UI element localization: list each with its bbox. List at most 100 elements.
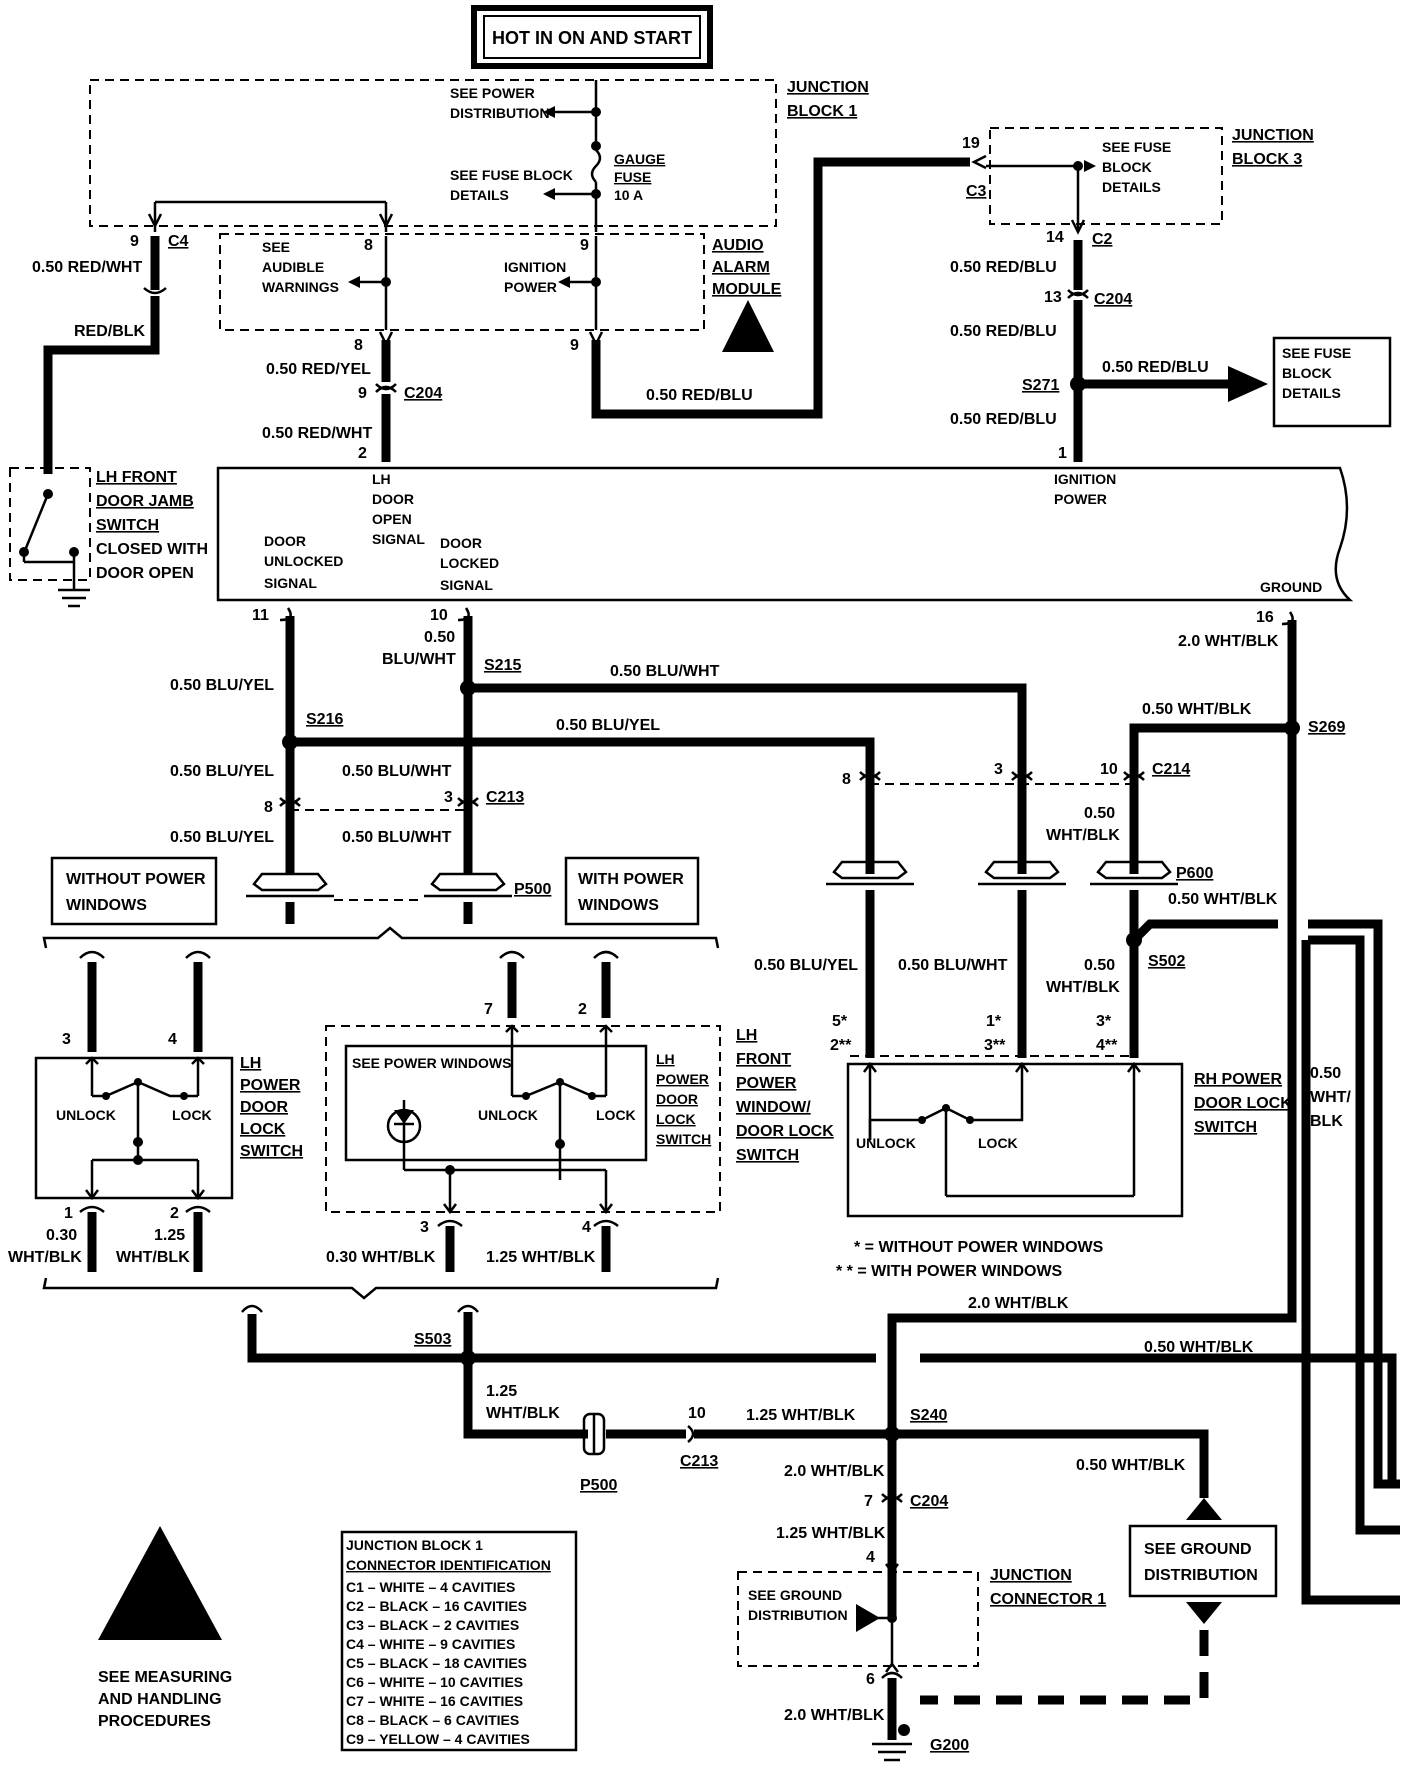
svg-text:SEE: SEE [262, 239, 290, 255]
gauge-fuse [590, 149, 602, 183]
svg-text:P500: P500 [514, 881, 551, 898]
see-fuse-block-box [1272, 336, 1392, 428]
rh-power-door-lock-switch [846, 1062, 1184, 1218]
svg-text:0.50 BLU/YEL: 0.50 BLU/YEL [754, 957, 858, 974]
svg-text:2.0 WHT/BLK: 2.0 WHT/BLK [1178, 633, 1279, 650]
svg-text:LOCK: LOCK [172, 1107, 212, 1123]
svg-text:LH: LH [656, 1051, 675, 1067]
wht-blk-ground-wire [887, 620, 1297, 1620]
svg-text:PROCEDURES: PROCEDURES [98, 1713, 211, 1730]
svg-text:9: 9 [358, 385, 367, 402]
svg-text:0.50 RED/WHT: 0.50 RED/WHT [262, 425, 372, 442]
svg-text:0.50 BLU/WHT: 0.50 BLU/WHT [898, 957, 1008, 974]
svg-text:LH: LH [372, 471, 391, 487]
svg-text:0.50 BLU/YEL: 0.50 BLU/YEL [170, 677, 274, 694]
svg-text:BLOCK: BLOCK [1282, 365, 1332, 381]
lh-front-power-window-door-lock-switch [325, 1025, 721, 1213]
svg-text:BLOCK: BLOCK [1102, 159, 1152, 175]
svg-text:LOCK: LOCK [596, 1107, 636, 1123]
svg-text:WITHOUT POWER: WITHOUT POWER [66, 871, 206, 888]
svg-text:IGNITION: IGNITION [504, 259, 566, 275]
junction-block-1 [89, 79, 777, 227]
svg-text:WHT/BLK: WHT/BLK [486, 1405, 560, 1422]
svg-text:0.50 BLU/YEL: 0.50 BLU/YEL [170, 829, 274, 846]
svg-text:OPEN: OPEN [372, 511, 412, 527]
svg-text:SEE MEASURING: SEE MEASURING [98, 1669, 232, 1686]
svg-text:2.0 WHT/BLK: 2.0 WHT/BLK [784, 1463, 885, 1480]
svg-text:S502: S502 [1148, 953, 1185, 970]
svg-text:1.25: 1.25 [154, 1227, 185, 1244]
svg-text:FUSE: FUSE [614, 169, 651, 185]
svg-text:5*: 5* [832, 1013, 848, 1030]
svg-text:4: 4 [168, 1031, 177, 1048]
svg-text:LOCK: LOCK [240, 1121, 286, 1138]
svg-text:6: 6 [866, 1671, 875, 1688]
audio-alarm-module [219, 233, 705, 331]
wht-blk-right-wire [1301, 940, 1400, 1605]
svg-text:RED/BLK: RED/BLK [74, 323, 146, 340]
svg-text:LH: LH [240, 1055, 261, 1072]
svg-text:* = WITHOUT POWER WINDOWS: * = WITHOUT POWER WINDOWS [854, 1239, 1104, 1256]
svg-text:IGNITION: IGNITION [1054, 471, 1116, 487]
svg-text:0.50 WHT/BLK: 0.50 WHT/BLK [1144, 1339, 1254, 1356]
svg-text:P500: P500 [580, 1477, 617, 1494]
svg-text:UNLOCK: UNLOCK [56, 1107, 116, 1123]
svg-text:SEE POWER: SEE POWER [450, 85, 535, 101]
svg-text:C214: C214 [1152, 761, 1190, 778]
svg-text:1.25 WHT/BLK: 1.25 WHT/BLK [776, 1525, 886, 1542]
svg-text:SEE GROUND: SEE GROUND [1144, 1541, 1252, 1558]
svg-text:SEE FUSE: SEE FUSE [1102, 139, 1171, 155]
junction-connector-1 [737, 1571, 979, 1667]
svg-text:4**: 4** [1096, 1037, 1118, 1054]
svg-text:2.0 WHT/BLK: 2.0 WHT/BLK [968, 1295, 1069, 1312]
svg-text:2**: 2** [830, 1037, 852, 1054]
svg-text:1*: 1* [986, 1013, 1002, 1030]
svg-text:MODULE: MODULE [712, 281, 782, 298]
svg-text:DOOR LOCK: DOOR LOCK [736, 1123, 834, 1140]
svg-text:WINDOW/: WINDOW/ [736, 1099, 811, 1116]
svg-text:SEE POWER WINDOWS: SEE POWER WINDOWS [352, 1055, 511, 1071]
svg-text:19: 19 [962, 135, 980, 152]
svg-text:0.50: 0.50 [424, 629, 455, 646]
svg-text:S215: S215 [484, 657, 521, 674]
svg-text:DISTRIBUTION: DISTRIBUTION [1144, 1567, 1258, 1584]
svg-text:CONNECTOR 1: CONNECTOR 1 [990, 1591, 1106, 1608]
svg-text:DISTRIBUTION: DISTRIBUTION [748, 1607, 848, 1623]
svg-text:3*: 3* [1096, 1013, 1112, 1030]
svg-text:S269: S269 [1308, 719, 1345, 736]
svg-text:SEE FUSE: SEE FUSE [1282, 345, 1351, 361]
svg-text:10: 10 [688, 1405, 706, 1422]
svg-text:WARNINGS: WARNINGS [262, 279, 339, 295]
svg-text:SWITCH: SWITCH [656, 1131, 711, 1147]
svg-text:0.50 RED/BLU: 0.50 RED/BLU [950, 411, 1057, 428]
esd-warning-icon [98, 1526, 222, 1640]
svg-text:0.50 RED/WHT: 0.50 RED/WHT [32, 259, 142, 276]
jb1-title: JUNCTION [787, 79, 869, 96]
svg-text:DOOR OPEN: DOOR OPEN [96, 565, 194, 582]
svg-text:DOOR: DOOR [372, 491, 414, 507]
svg-text:C3: C3 [966, 183, 987, 200]
red-blk-wire [43, 296, 160, 474]
svg-text:WHT/: WHT/ [1310, 1089, 1351, 1106]
svg-text:POWER: POWER [240, 1077, 301, 1094]
svg-text:CLOSED WITH: CLOSED WITH [96, 541, 208, 558]
svg-text:13: 13 [1044, 289, 1062, 306]
svg-text:9: 9 [580, 237, 589, 254]
svg-text:DOOR LOCK: DOOR LOCK [1194, 1095, 1292, 1112]
connector-id-row: C1 – WHITE – 4 CAVITIES [346, 1579, 515, 1595]
svg-text:UNLOCK: UNLOCK [478, 1107, 538, 1123]
svg-text:SWITCH: SWITCH [240, 1143, 303, 1160]
svg-text:7: 7 [484, 1001, 493, 1018]
svg-text:BLU/WHT: BLU/WHT [382, 651, 456, 668]
svg-text:0.50 RED/BLU: 0.50 RED/BLU [646, 387, 753, 404]
svg-text:0.50: 0.50 [1084, 805, 1115, 822]
svg-text:14: 14 [1046, 229, 1064, 246]
svg-text:C2: C2 [1092, 231, 1113, 248]
svg-text:2: 2 [170, 1205, 179, 1222]
svg-text:BLK: BLK [1310, 1113, 1343, 1130]
svg-text:16: 16 [1256, 609, 1274, 626]
svg-text:10: 10 [1100, 761, 1118, 778]
svg-text:JUNCTION BLOCK 1: JUNCTION BLOCK 1 [346, 1537, 483, 1553]
svg-text:LOCK: LOCK [978, 1135, 1018, 1151]
svg-text:10: 10 [430, 607, 448, 624]
